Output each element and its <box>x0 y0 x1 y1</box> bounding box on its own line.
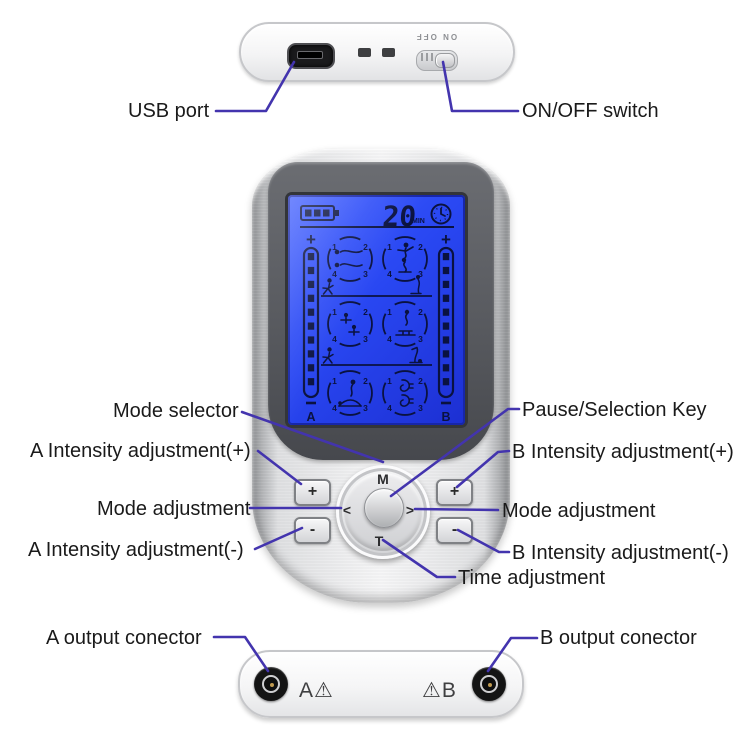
a-output-label: A output conector <box>46 627 202 649</box>
svg-text:2: 2 <box>418 307 423 317</box>
usb-port <box>287 43 335 69</box>
mode-circle-lying-massage: 1 2 4 3 <box>327 236 373 282</box>
svg-text:4: 4 <box>332 269 337 279</box>
onoff-switch-label: ON/OFF switch <box>522 100 659 122</box>
svg-text:4: 4 <box>387 269 392 279</box>
channel-b-intensity-bar: +B <box>437 230 455 424</box>
handstand-figure <box>409 346 423 364</box>
svg-text:2: 2 <box>363 376 368 386</box>
mode-right-key: > <box>405 502 415 518</box>
svg-text:1: 1 <box>332 307 337 317</box>
svg-text:2: 2 <box>418 242 423 252</box>
switch-markings: ON OFF <box>414 32 458 41</box>
mode-circle-cupping-massage: 1 2 4 3 <box>327 301 373 347</box>
svg-text:3: 3 <box>418 403 423 413</box>
channel-b-warning-label: ⚠B <box>422 679 457 702</box>
mode-circle-dance-massage: 1 2 4 3 <box>382 236 428 282</box>
b-output-connector <box>472 667 506 701</box>
gymnast-figure <box>410 275 422 295</box>
svg-text:3: 3 <box>363 269 368 279</box>
svg-text:3: 3 <box>363 403 368 413</box>
svg-text:2: 2 <box>418 376 423 386</box>
clock-icon <box>430 203 452 225</box>
b-intensity-plus-label: B Intensity adjustment(+) <box>512 441 734 463</box>
b-intensity-minus-label: B Intensity adjustment(-) <box>512 542 729 564</box>
device-bottom-view: A⚠ ⚠B <box>238 650 524 718</box>
a-intensity-plus-label: A Intensity adjustment(+) <box>30 440 251 462</box>
vent-hole <box>382 48 395 57</box>
connector-pin <box>270 683 274 687</box>
svg-text:20: 20 <box>381 200 417 233</box>
channel-a-intensity-bar: +A <box>302 230 320 424</box>
mode-selector-label: Mode selector <box>113 400 239 422</box>
svg-text:B: B <box>441 410 450 424</box>
usb-port-label: USB port <box>128 100 210 122</box>
svg-text:4: 4 <box>332 403 337 413</box>
svg-text:A: A <box>306 410 315 424</box>
a-intensity-minus-button: - <box>294 517 331 544</box>
svg-text:+: + <box>306 230 316 249</box>
mode-left-key: < <box>342 502 352 518</box>
time-key: T <box>374 533 384 549</box>
mode-circle-acupuncture-massage: 1 2 4 3 <box>382 301 428 347</box>
svg-text:1: 1 <box>332 242 337 252</box>
b-output-label: B output conector <box>540 627 697 649</box>
device-top-view: ON OFF <box>239 22 515 82</box>
svg-text:1: 1 <box>387 307 392 317</box>
svg-text:+: + <box>441 230 451 249</box>
mode-adjustment-right-label: Mode adjustment <box>502 500 656 522</box>
control-pad: M < > T <box>336 465 430 559</box>
svg-text:3: 3 <box>363 334 368 344</box>
pause-selection-button <box>364 488 404 528</box>
connector-pin <box>488 683 492 687</box>
a-intensity-minus-label: A Intensity adjustment(-) <box>28 539 244 561</box>
runner-figure <box>322 347 334 364</box>
connector-ring <box>480 675 498 693</box>
on-off-switch <box>416 50 458 71</box>
switch-ridge <box>421 53 423 61</box>
switch-ridge <box>431 53 433 61</box>
b-intensity-plus-button: + <box>436 479 473 506</box>
mode-circle-ear-massage: 1 2 4 3 <box>382 370 428 416</box>
svg-text:1: 1 <box>332 376 337 386</box>
battery-icon <box>300 205 339 221</box>
svg-text:3: 3 <box>418 269 423 279</box>
pause-key-label: Pause/Selection Key <box>522 399 707 421</box>
mode-circle-stretch-massage: 1 2 4 3 <box>327 370 373 416</box>
time-adjustment-label: Time adjustment <box>458 567 606 589</box>
svg-text:2: 2 <box>363 307 368 317</box>
svg-text:1: 1 <box>387 376 392 386</box>
svg-text:3: 3 <box>418 334 423 344</box>
mode-adjustment-left-label: Mode adjustment <box>97 498 251 520</box>
svg-text:1: 1 <box>387 242 392 252</box>
b-intensity-minus-button: - <box>436 517 473 544</box>
vent-hole <box>358 48 371 57</box>
a-output-connector <box>254 667 288 701</box>
svg-text:4: 4 <box>387 403 392 413</box>
switch-ridge <box>426 53 428 61</box>
usb-slot <box>297 51 323 59</box>
a-intensity-plus-button: + <box>294 479 331 506</box>
runner-figure <box>322 278 334 295</box>
svg-text:4: 4 <box>332 334 337 344</box>
connector-ring <box>262 675 280 693</box>
channel-a-warning-label: A⚠ <box>299 679 334 702</box>
svg-text:2: 2 <box>363 242 368 252</box>
svg-text:4: 4 <box>387 334 392 344</box>
switch-knob <box>435 52 455 68</box>
svg-text:MIN: MIN <box>412 218 425 225</box>
mode-selector-key: M <box>377 471 389 487</box>
